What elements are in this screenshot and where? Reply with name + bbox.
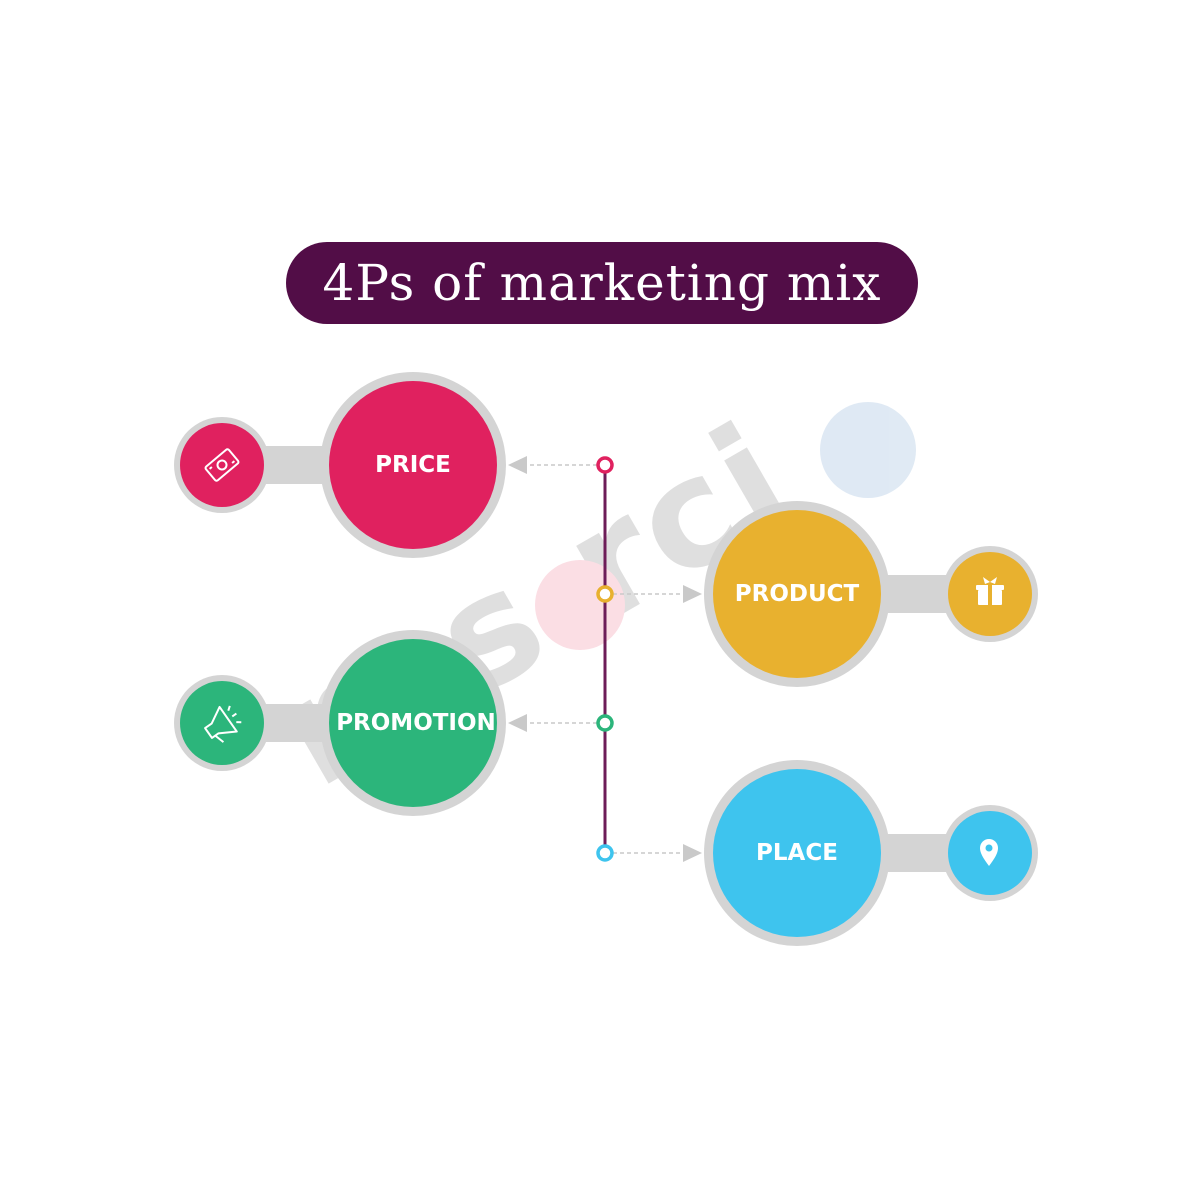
price-circle: [329, 381, 497, 549]
place-node: PLACE: [704, 760, 1038, 946]
price-connector: [508, 456, 597, 474]
product-timeline-dot: [596, 585, 614, 603]
gift-box-icon: [976, 577, 1004, 605]
product-node: PRODUCT: [704, 501, 1038, 687]
place-timeline-dot: [596, 844, 614, 862]
place-circle: [713, 769, 881, 937]
product-circle: [713, 510, 881, 678]
price-label: PRICE: [375, 452, 451, 478]
promotion-icon-circle: [180, 681, 264, 765]
title-banner: 4Ps of marketing mix: [286, 242, 918, 324]
product-label: PRODUCT: [735, 581, 860, 607]
place-connector: [613, 844, 702, 862]
money-icon: [204, 448, 240, 482]
price-node: PRICE: [174, 372, 506, 558]
location-pin-icon: [980, 839, 998, 866]
promotion-label: PROMOTION: [336, 710, 496, 736]
megaphone-icon: [204, 705, 242, 743]
promotion-timeline-dot: [596, 714, 614, 732]
promotion-circle: [329, 639, 497, 807]
promotion-node: PROMOTION: [174, 630, 506, 816]
price-icon-circle: [180, 423, 264, 507]
place-label: PLACE: [756, 840, 838, 866]
product-connector: [613, 585, 702, 603]
price-timeline-dot: [596, 456, 614, 474]
promotion-connector: [508, 714, 597, 732]
diagram-title: 4Ps of marketing mix: [322, 254, 882, 312]
